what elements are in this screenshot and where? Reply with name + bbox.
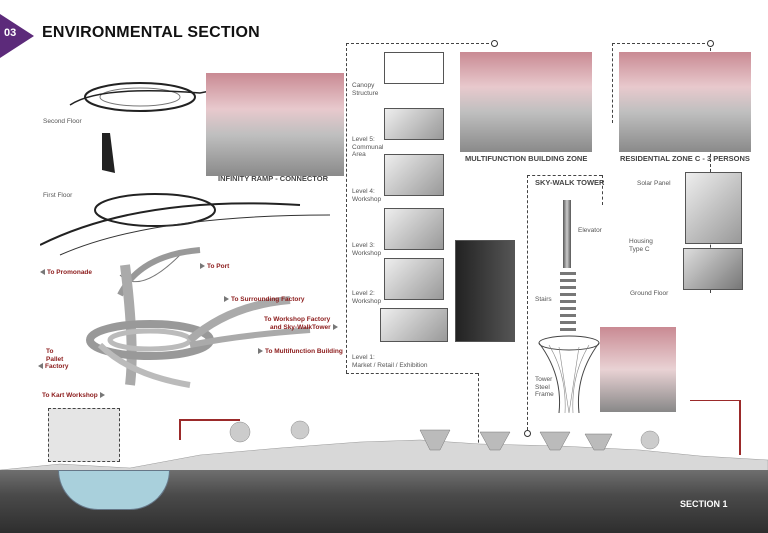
canopy-label-1: Canopy <box>352 82 375 89</box>
canopy-label-2: Structure <box>352 89 379 97</box>
residential-photo <box>619 52 751 152</box>
tower-frame-label-3: Frame <box>535 391 554 398</box>
level2-label-2: Workshop <box>352 297 382 305</box>
page-title: ENVIRONMENTAL SECTION <box>42 24 260 41</box>
arrow-left-icon <box>40 269 45 276</box>
route-workshop-factory-1: To Workshop Factory <box>264 316 331 323</box>
route-workshop-factory: and Sky-WalkTower <box>270 324 340 332</box>
multifunction-frame-left <box>346 43 347 373</box>
infinity-ramp-caption: INFINITY RAMP - CONNECTOR <box>218 174 329 183</box>
residential-top-dot <box>707 40 714 47</box>
level4-label: Level 4:Workshop <box>352 188 381 203</box>
route-promonade: To Promonade <box>40 269 92 277</box>
arrow-left-icon <box>38 363 43 370</box>
route-promonade-label: To Promonade <box>47 269 93 276</box>
level2-label-1: Level 2: <box>352 290 375 297</box>
multifunction-frame-drop <box>478 373 479 458</box>
level4-label-1: Level 4: <box>352 188 375 195</box>
second-floor-label: Second Floor <box>43 118 82 125</box>
canopy-structure-drawing <box>384 52 444 84</box>
spiral-stairs-drawing <box>560 272 576 332</box>
level5-label-2: Communal <box>352 143 384 151</box>
level5-drawing <box>384 108 444 140</box>
route-pallet-line1: To <box>46 348 54 355</box>
level3-label: Level 3:Workshop <box>352 242 381 257</box>
section-skyline-drawing <box>0 400 768 475</box>
level5-label-1: Level 5: <box>352 136 375 143</box>
level5-label-3: Area <box>352 151 366 158</box>
residential-frame-left <box>612 43 613 123</box>
section-number: 03 <box>4 27 17 39</box>
route-port: To Port <box>200 263 229 271</box>
skywalk-frame-right <box>602 175 603 205</box>
section-label: SECTION 1 <box>680 499 728 509</box>
residential-frame-top <box>612 43 710 44</box>
route-kart-workshop: To Kart Workshop <box>42 392 107 400</box>
route-surrounding-factory-label: To Surrounding Factory <box>231 296 305 303</box>
ground-floor-label: Ground Floor <box>630 290 669 297</box>
skywalk-photo <box>600 327 676 412</box>
first-floor-label: First Floor <box>43 192 73 199</box>
multifunction-caption: MULTIFUNCTION BUILDING ZONE <box>465 154 588 163</box>
route-multifunction-label: To Multifunction Building <box>265 348 343 355</box>
route-pallet-line2: Pallet <box>46 355 64 363</box>
route-kart-label: To Kart Workshop <box>42 392 98 399</box>
route-pallet-label: Factory <box>45 363 69 370</box>
elevator-label: Elevator <box>578 227 602 234</box>
route-workshop-factory-label: and Sky-WalkTower <box>270 324 331 331</box>
arrow-right-icon <box>224 296 229 303</box>
section-number-badge <box>0 14 34 58</box>
route-pallet-factory: To Pallet Factory <box>38 348 68 371</box>
skywalk-frame-left <box>527 175 528 430</box>
level4-drawing <box>384 154 444 196</box>
multifunction-top-dot <box>491 40 498 47</box>
residential-caption: RESIDENTIAL ZONE C - 3 PERSONS <box>620 154 750 163</box>
arrow-right-icon <box>200 263 205 270</box>
level3-label-1: Level 3: <box>352 242 375 249</box>
tower-steel-frame-drawing <box>538 335 600 414</box>
level2-drawing <box>384 258 444 300</box>
level4-label-2: Workshop <box>352 195 382 203</box>
level1-label: Level 1:Market / Retail / Exhibition <box>352 354 428 369</box>
elevator-shaft-drawing <box>563 200 571 268</box>
housing-model-upper <box>685 172 742 244</box>
arrow-right-icon <box>99 392 105 399</box>
arrow-right-icon <box>332 324 338 331</box>
infinity-ramp-drawing <box>40 82 331 388</box>
section-water-basin <box>58 470 170 510</box>
level2-label: Level 2:Workshop <box>352 290 381 305</box>
level3-drawing <box>384 208 444 250</box>
skywalk-anchor-dot <box>524 430 531 437</box>
multifunction-tower-model <box>455 240 515 342</box>
route-port-label: To Port <box>207 263 230 270</box>
residential-frame-right <box>710 43 711 293</box>
level1-label-1: Level 1: <box>352 354 375 361</box>
arrow-right-icon <box>258 348 263 355</box>
tower-frame-label-1: Tower <box>535 376 553 383</box>
skywalk-title: SKY-WALK TOWER <box>535 178 605 187</box>
multifunction-photo <box>460 52 592 152</box>
infinity-ramp-photo <box>206 73 344 176</box>
route-multifunction-building: To Multifunction Building <box>258 348 343 356</box>
route-pallet-line3: Factory <box>38 363 68 371</box>
level1-label-2: Market / Retail / Exhibition <box>352 361 428 369</box>
housing-label-2: Type C <box>629 245 650 253</box>
level1-drawing <box>380 308 448 342</box>
multifunction-zone-frame <box>346 43 494 44</box>
level3-label-2: Workshop <box>352 249 382 257</box>
housing-model-ground <box>683 248 743 290</box>
site-map-inset <box>48 408 120 462</box>
multifunction-frame-bottom <box>346 373 478 374</box>
route-surrounding-factory: To Surrounding Factory <box>224 296 305 304</box>
solar-panel-label: Solar Panel <box>637 180 671 187</box>
skywalk-frame-top <box>527 175 602 176</box>
stairs-label: Stairs <box>535 296 552 303</box>
tower-frame-label-2: Steel <box>535 383 550 391</box>
housing-label-1: Housing <box>629 238 653 245</box>
